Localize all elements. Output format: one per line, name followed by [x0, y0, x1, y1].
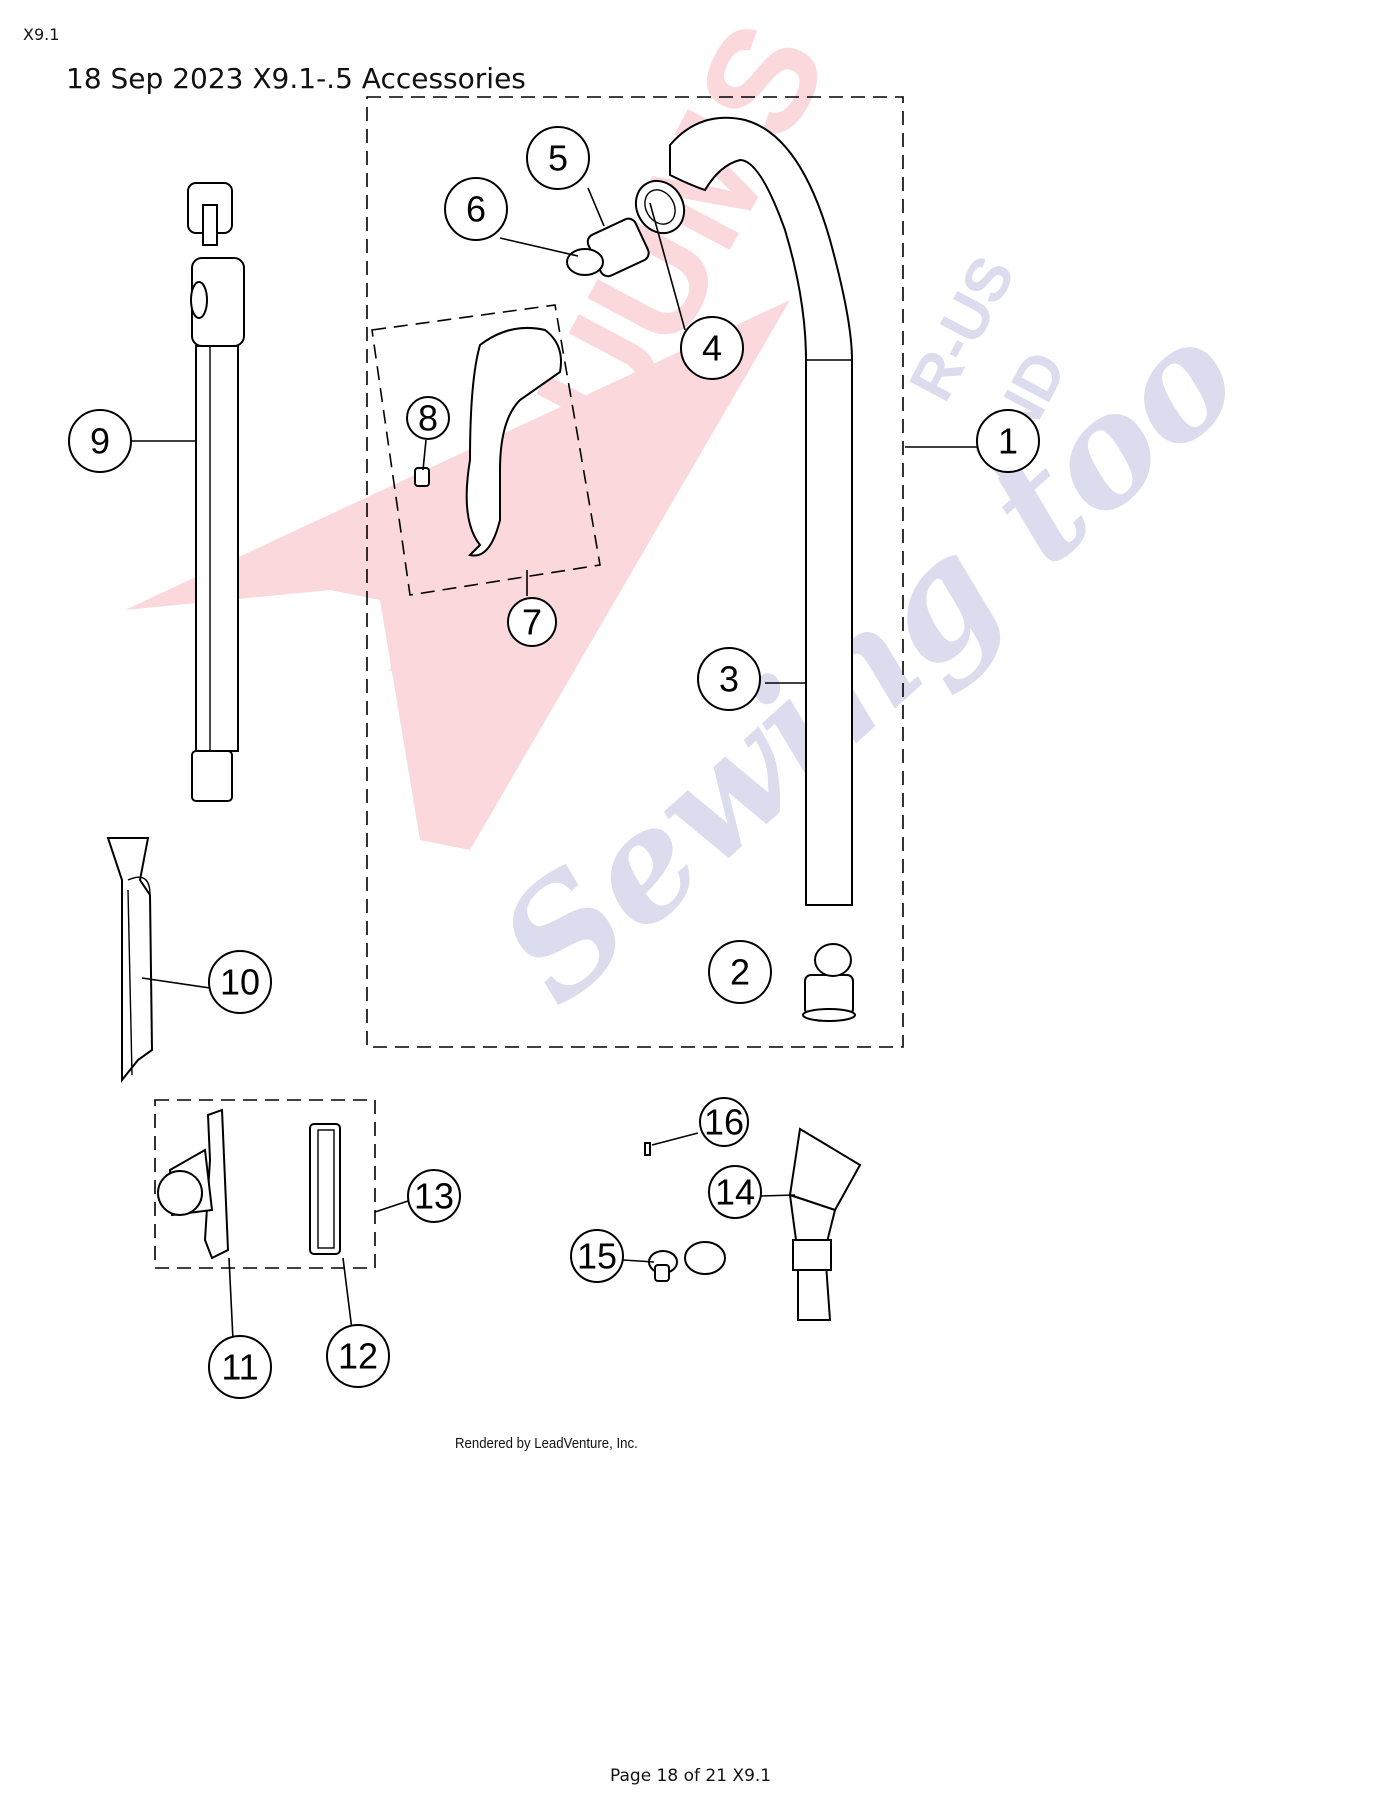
callout-16: 16: [699, 1097, 749, 1147]
floor-tool-group-box: [154, 1099, 376, 1269]
callout-15: 15: [570, 1229, 624, 1283]
callout-3: 3: [697, 647, 761, 711]
svg-text:7: 7: [522, 602, 542, 643]
screw-part-16: [644, 1142, 651, 1156]
watermark-swoosh: [125, 300, 790, 850]
callout-5: 5: [526, 126, 590, 190]
page-footer: Page 18 of 21 X9.1: [610, 1766, 772, 1786]
floor-tool-part-11: [157, 1108, 230, 1260]
callout-1: 1: [976, 409, 1040, 473]
svg-text:6: 6: [466, 189, 486, 230]
hose-pipe-part-1-3: [669, 116, 853, 906]
svg-text:15: 15: [577, 1236, 617, 1277]
dusting-brush-part-14: [788, 1127, 862, 1321]
wand-part-9: [187, 182, 245, 802]
leader-lines: [131, 187, 977, 1341]
page-title: 18 Sep 2023 X9.1-.5 Accessories: [66, 62, 526, 95]
callout-2: 2: [708, 940, 772, 1004]
callout-7: 7: [507, 597, 557, 647]
callout-6: 6: [444, 177, 508, 241]
clip-adapter-part-15: [648, 1241, 726, 1282]
svg-text:16: 16: [704, 1102, 744, 1143]
callout-10: 10: [208, 950, 272, 1014]
callout-9: 9: [68, 409, 132, 473]
svg-text:3: 3: [719, 659, 739, 700]
svg-text:8: 8: [418, 398, 438, 439]
hose-assembly-group-box: [366, 96, 904, 1048]
callout-13: 13: [407, 1169, 461, 1223]
svg-text:10: 10: [220, 962, 260, 1003]
crevice-tool-part-10: [106, 837, 154, 1083]
handle-part-7: [465, 326, 562, 557]
svg-text:14: 14: [715, 1172, 755, 1213]
svg-text:11: 11: [221, 1347, 258, 1388]
svg-text:2: 2: [730, 952, 750, 993]
callout-11: 11: [208, 1335, 272, 1399]
swivel-part-2: [802, 943, 856, 1022]
brush-strip-part-12: [309, 1123, 341, 1255]
clip-part-8: [414, 467, 430, 487]
render-credit: Rendered by LeadVenture, Inc.: [455, 1435, 638, 1452]
handle-group-box: [371, 304, 601, 596]
svg-text:9: 9: [90, 421, 110, 462]
callout-12: 12: [326, 1324, 390, 1388]
callout-14: 14: [708, 1165, 762, 1219]
svg-text:12: 12: [338, 1336, 378, 1377]
svg-text:13: 13: [414, 1176, 454, 1217]
header-tag: X9.1: [23, 25, 60, 44]
o-ring-part-6: [566, 248, 604, 276]
cuff-part-4: [634, 179, 686, 235]
svg-text:1: 1: [998, 421, 1018, 462]
callout-4: 4: [680, 316, 744, 380]
svg-text:4: 4: [702, 328, 722, 369]
svg-text:5: 5: [548, 138, 568, 179]
callout-8: 8: [406, 396, 450, 440]
